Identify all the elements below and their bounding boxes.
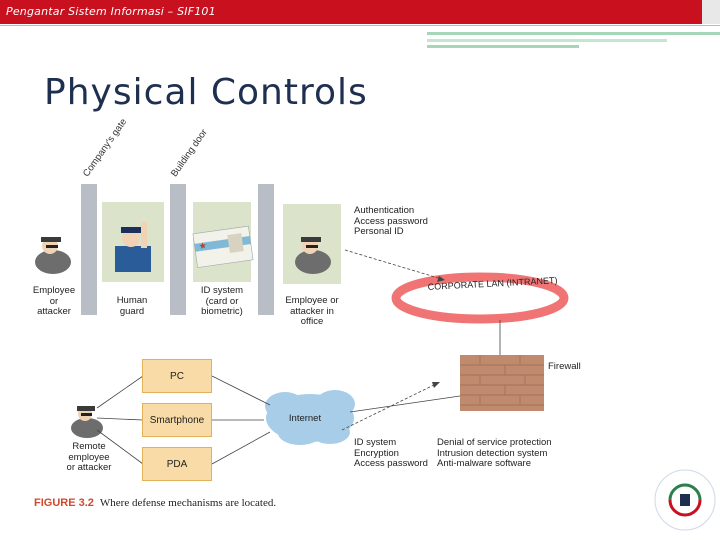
employee-attacker-label: Employee or attacker — [32, 285, 76, 317]
course-title: Pengantar Sistem Informasi – SIF101 — [6, 5, 216, 18]
connector-line — [96, 429, 144, 465]
figure-caption: FIGURE 3.2 Where defense mechanisms are l… — [34, 497, 276, 509]
university-logo — [654, 469, 716, 531]
guard-icon — [115, 222, 151, 272]
svg-text:★: ★ — [198, 240, 207, 251]
connector-line — [344, 249, 446, 281]
security-list-left: ID system Encryption Access password — [354, 437, 428, 469]
office-attacker-label: Employee or attacker in office — [285, 295, 339, 327]
connector-line — [349, 395, 461, 413]
remote-attacker-icon — [71, 406, 103, 438]
corporate-lan-ring — [391, 272, 569, 324]
connector-line — [96, 417, 144, 421]
attacker-icon — [35, 237, 71, 274]
human-guard-label: Human guard — [116, 295, 148, 317]
office-attacker-icon — [295, 237, 331, 274]
internet-cloud — [265, 390, 355, 445]
accent-stripe — [0, 25, 720, 26]
accent-stripe — [427, 45, 579, 48]
connector-line — [341, 381, 441, 431]
office-wall-pillar — [258, 184, 274, 315]
connector-line — [211, 375, 271, 406]
connector-line — [96, 375, 144, 409]
firewall-icon — [460, 355, 544, 411]
security-list-right: Denial of service protection Intrusion d… — [437, 437, 552, 469]
authentication-list: Authentication Access password Personal … — [354, 205, 428, 237]
arrow-head — [437, 276, 445, 282]
door-pillar — [170, 184, 186, 315]
figure-number: FIGURE 3.2 — [34, 497, 94, 509]
internet-label: Internet — [288, 413, 322, 424]
id-card-icon: ★ — [192, 225, 254, 268]
header-edge — [702, 0, 720, 24]
connector-line — [211, 431, 271, 465]
firewall-label: Firewall — [548, 361, 581, 372]
slide-title: Physical Controls — [44, 72, 368, 113]
header-bar: Pengantar Sistem Informasi – SIF101 — [0, 0, 720, 24]
device-smartphone: Smartphone — [142, 403, 212, 437]
id-system-label: ID system (card or biometric) — [200, 285, 244, 317]
device-pda: PDA — [142, 447, 212, 481]
arrow-head — [432, 382, 440, 388]
gate-pillar — [81, 184, 97, 315]
accent-stripe — [427, 39, 667, 42]
accent-stripe — [427, 32, 720, 35]
figure-caption-text: Where defense mechanisms are located. — [99, 497, 277, 509]
device-pc: PC — [142, 359, 212, 393]
remote-attacker-label: Remote employee or attacker — [66, 441, 112, 473]
